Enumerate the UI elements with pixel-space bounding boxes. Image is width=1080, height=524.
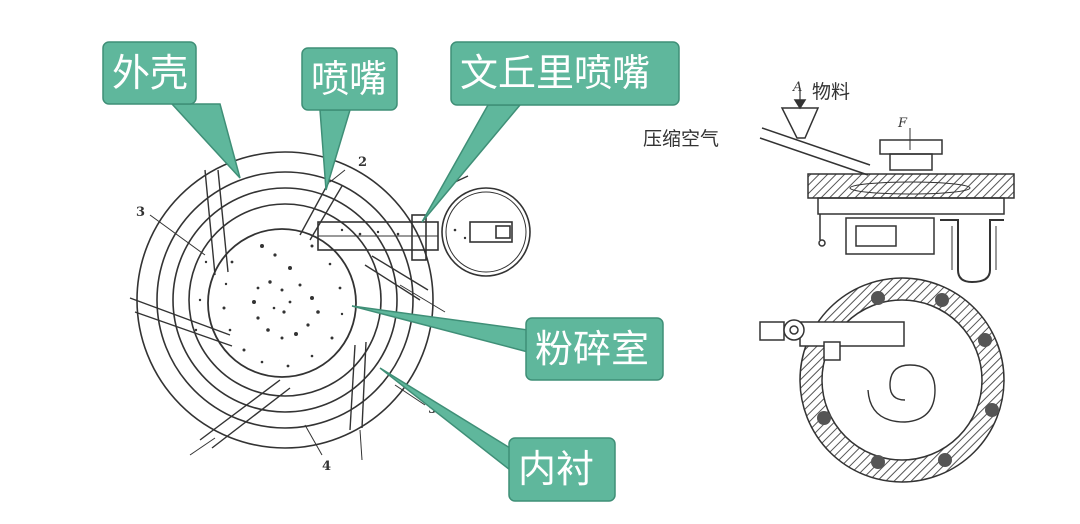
compressed-air-label: 压缩空气 bbox=[643, 128, 719, 150]
right-side-view bbox=[759, 88, 1015, 483]
callout-nozzle: 喷嘴 bbox=[301, 47, 398, 191]
material-label: 物料 bbox=[812, 81, 850, 103]
callout-shell-label: 外壳 bbox=[112, 51, 188, 95]
plan-view-nozzles bbox=[817, 291, 999, 469]
callout-nozzle-label: 喷嘴 bbox=[311, 57, 387, 101]
mill-body-bottom bbox=[817, 197, 1005, 215]
part-number-3: 3 bbox=[136, 205, 145, 220]
callout-venturi-nozzle: 文丘里喷嘴 bbox=[421, 41, 680, 223]
letter-f-label: F bbox=[897, 116, 908, 131]
nozzle-channels bbox=[129, 169, 429, 449]
callout-chamber: 粉碎室 bbox=[351, 305, 664, 381]
callout-liner-label: 内衬 bbox=[518, 447, 594, 491]
left-mill-cross-section bbox=[129, 151, 531, 461]
venturi-nozzle-assembly bbox=[317, 187, 531, 277]
outer-shell-circle bbox=[136, 151, 434, 449]
outer-shell-inner-circle bbox=[156, 171, 414, 429]
part-number-4: 4 bbox=[322, 459, 331, 474]
plan-view-spiral bbox=[867, 364, 936, 423]
leader-lines bbox=[149, 169, 446, 461]
callout-venturi-nozzle-label: 文丘里喷嘴 bbox=[460, 51, 650, 95]
callout-chamber-label: 粉碎室 bbox=[535, 327, 649, 371]
liner-circle bbox=[172, 187, 398, 413]
material-hopper bbox=[780, 107, 820, 139]
callout-liner: 内衬 bbox=[379, 367, 616, 502]
part-number-2: 2 bbox=[358, 155, 367, 170]
letter-a-label: A bbox=[792, 80, 802, 95]
particle-dots bbox=[194, 228, 467, 368]
grinding-chamber-circle bbox=[207, 228, 357, 378]
callout-shell: 外壳 bbox=[102, 41, 241, 179]
liner-inner-circle bbox=[188, 203, 382, 397]
